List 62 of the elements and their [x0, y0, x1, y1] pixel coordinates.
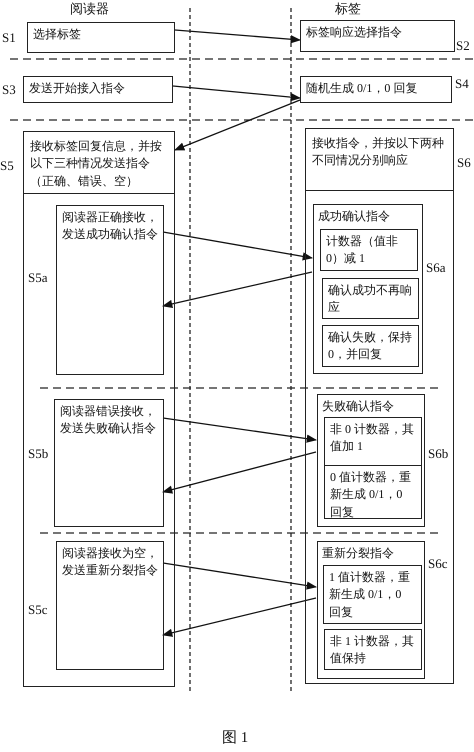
step-box	[27, 22, 175, 53]
step-box	[300, 20, 455, 52]
arrow	[162, 417, 318, 443]
step-group	[317, 394, 425, 527]
step-number: S6c	[428, 556, 448, 572]
step-box	[23, 76, 173, 103]
step-text: 非 1 计数器，其值保持	[329, 633, 415, 668]
step-group	[313, 204, 423, 374]
step-box	[56, 541, 164, 670]
step-box	[54, 399, 164, 527]
step-box	[56, 205, 164, 375]
step-text: 计数器（值非0）减 1	[325, 233, 399, 268]
step-number: S2	[456, 38, 470, 54]
step-number: S6a	[426, 260, 446, 276]
step-number: S5c	[28, 602, 48, 618]
step-group	[317, 541, 425, 679]
step-text: 阅读器接收为空，发送重新分裂指令	[61, 545, 159, 580]
step-text: 随机生成 0/1，0 回复	[305, 80, 418, 97]
step-text: 确认成功不再响应	[327, 282, 413, 316]
step-number: S6b	[428, 446, 448, 462]
panel-heading: 接收标签回复信息，并按以下三种情况发送指令（正确、错误、空）	[24, 132, 174, 194]
step-box	[320, 229, 418, 271]
arrow	[174, 99, 300, 151]
step-text: 确认失败，保持 0，并回复	[327, 329, 413, 364]
step-box	[324, 417, 422, 466]
step-number: S5b	[28, 446, 48, 462]
step-text: 阅读器错误接收，发送失败确认指令	[59, 403, 157, 438]
step-text: 标签响应选择指令	[305, 24, 403, 41]
step-number: S4	[455, 76, 469, 92]
panel-heading: 接收指令，并按以下两种不同情况分别响应	[306, 129, 453, 191]
step-text: 发送开始接入指令	[28, 80, 126, 97]
step-number: S5	[0, 158, 14, 174]
step-box	[300, 76, 452, 103]
step-text: 1 值计数器，重新生成 0/1，0 回复	[328, 569, 411, 621]
step-panel	[23, 131, 175, 687]
figure-caption: 图 1	[222, 729, 248, 747]
step-box	[322, 325, 419, 367]
arrow	[162, 451, 316, 494]
group-heading: 成功确认指令	[317, 208, 391, 225]
group-heading: 重新分裂指令	[321, 545, 395, 562]
arrow	[162, 231, 314, 260]
group-heading: 失败确认指令	[321, 398, 395, 415]
step-number: S6	[457, 155, 471, 171]
step-box	[322, 278, 419, 319]
step-panel	[305, 128, 454, 684]
arrow	[162, 562, 318, 590]
step-box	[324, 465, 422, 519]
step-box	[324, 629, 422, 670]
step-number: S3	[2, 82, 16, 98]
arrow	[172, 85, 302, 102]
step-box	[323, 565, 422, 624]
column-heading: 阅读器	[70, 0, 109, 18]
step-text: 选择标签	[32, 26, 82, 43]
column-heading: 标签	[335, 0, 361, 18]
arrow	[174, 29, 302, 44]
arrow	[162, 271, 312, 308]
step-number: S1	[2, 30, 16, 46]
step-text: 0 值计数器，重新生成 0/1，0 回复	[329, 469, 412, 521]
arrow	[162, 597, 316, 637]
step-number: S5a	[28, 270, 48, 286]
step-text: 非 0 计数器，其值加 1	[329, 421, 415, 456]
step-text: 阅读器正确接收，发送成功确认指令	[61, 209, 159, 244]
